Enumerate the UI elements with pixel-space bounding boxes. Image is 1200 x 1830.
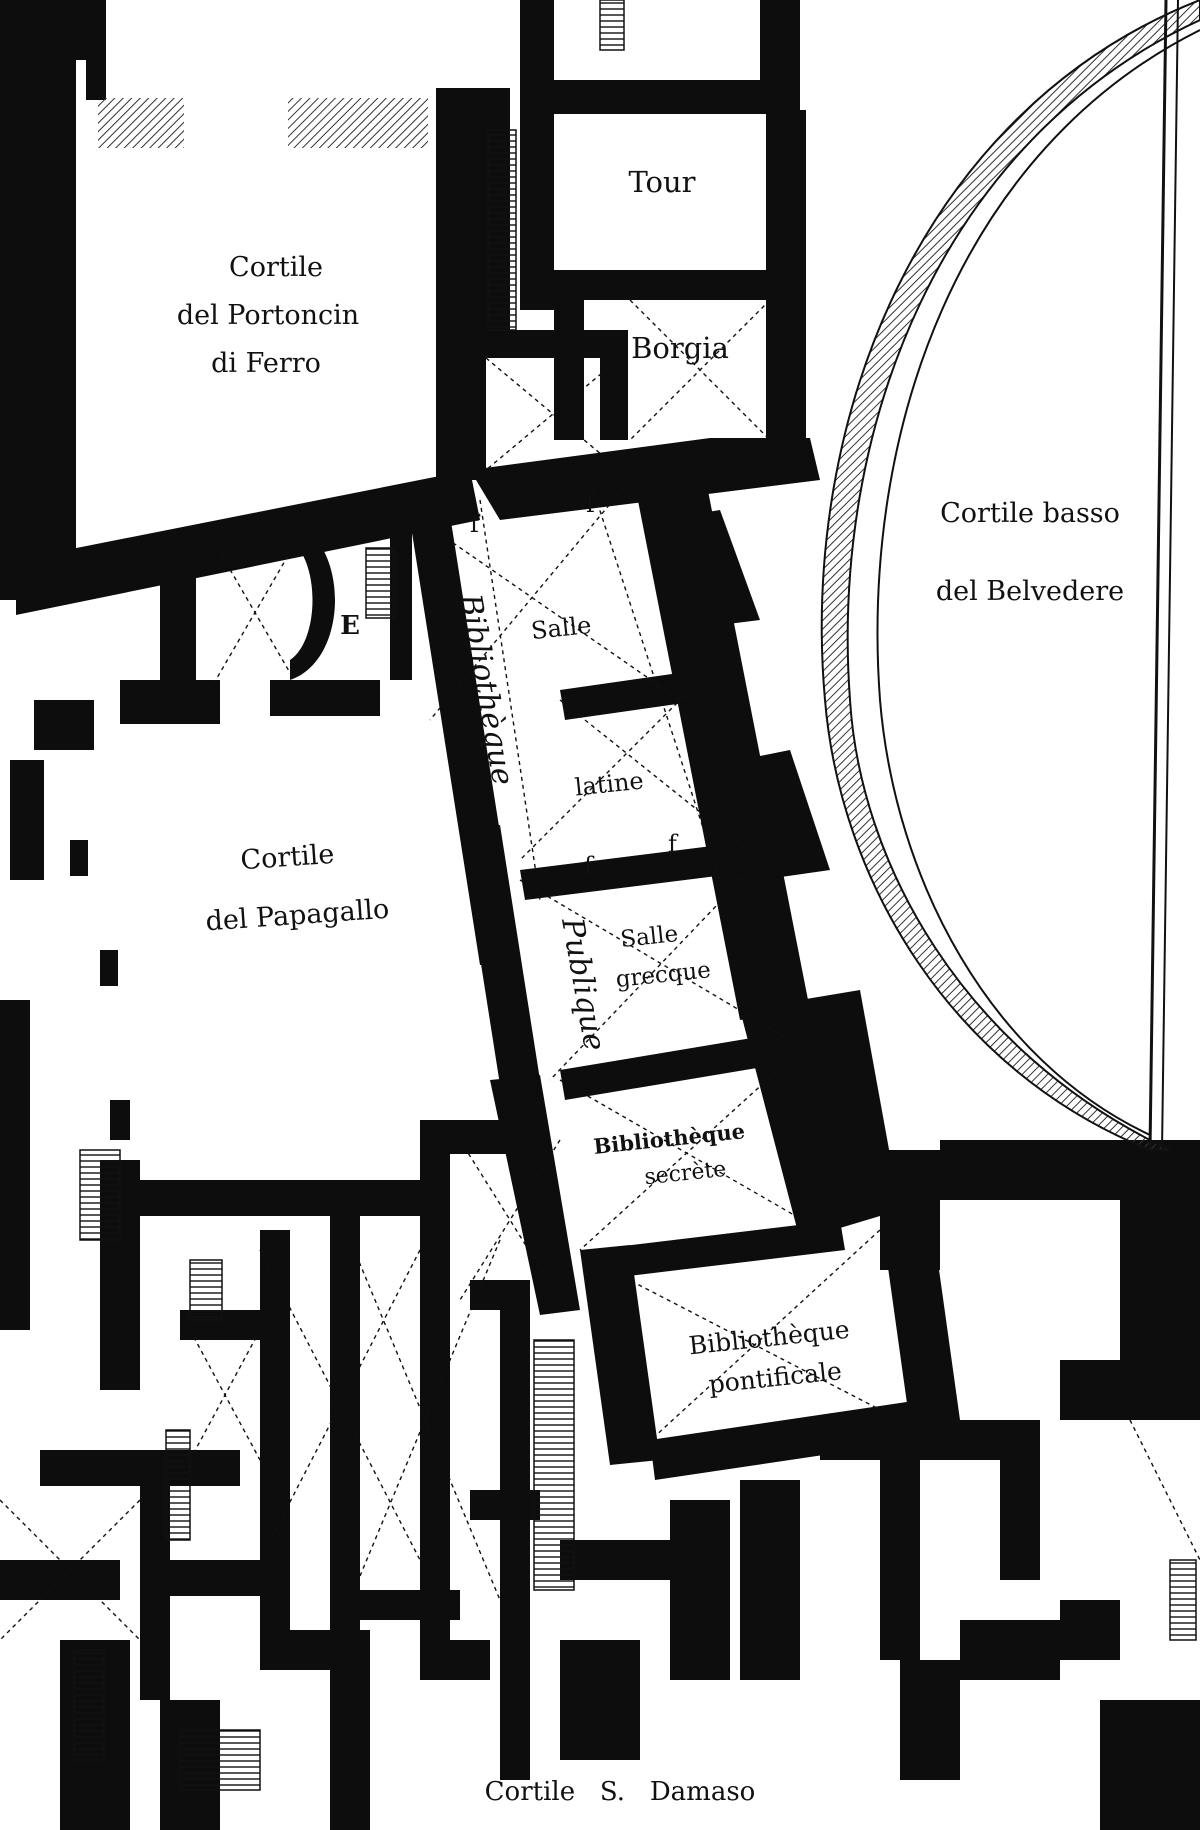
label-cortile-belvedere-2: del Belvedere: [936, 576, 1124, 607]
mark-f2: f: [586, 490, 597, 518]
label-latine: latine: [573, 767, 645, 802]
stairs: [73, 0, 1197, 1791]
label-bibliotheque-secrete-1: Bibliothèque: [592, 1118, 746, 1159]
vault-lines: [0, 299, 1200, 1641]
label-cortile-belvedere-1: Cortile basso: [940, 498, 1120, 529]
label-salle-grecque-1: Salle: [619, 921, 679, 953]
label-borgia: Borgia: [631, 331, 729, 365]
label-cortile-portoncin-3: di Ferro: [211, 348, 321, 379]
label-cortile-portoncin-1: Cortile: [229, 252, 323, 283]
mark-f1: f: [470, 510, 481, 538]
label-e: E: [340, 611, 360, 641]
label-bibliotheque-pontificale-2: pontificale: [707, 1356, 843, 1399]
label-salle-grecque-2: grecque: [614, 957, 712, 993]
label-cortile-papagallo-1: Cortile: [239, 839, 335, 876]
label-tour: Tour: [628, 165, 695, 199]
label-cortile-papagallo-2: del Papagallo: [205, 894, 391, 938]
label-publique-vertical: Publique: [554, 914, 612, 1053]
label-cortile-damaso: Cortile S. Damaso: [485, 1777, 756, 1807]
label-bibliotheque-secrete-2: secrète: [643, 1157, 727, 1190]
label-cortile-portoncin-2: del Portoncin: [177, 300, 359, 331]
label-bibliotheque-pontificale-1: Bibliothèque: [687, 1315, 850, 1361]
mark-f4: f: [668, 830, 679, 858]
label-salle: Salle: [530, 611, 593, 645]
mark-f3: f: [584, 852, 595, 880]
belvedere-exedra: [820, 0, 1200, 1151]
